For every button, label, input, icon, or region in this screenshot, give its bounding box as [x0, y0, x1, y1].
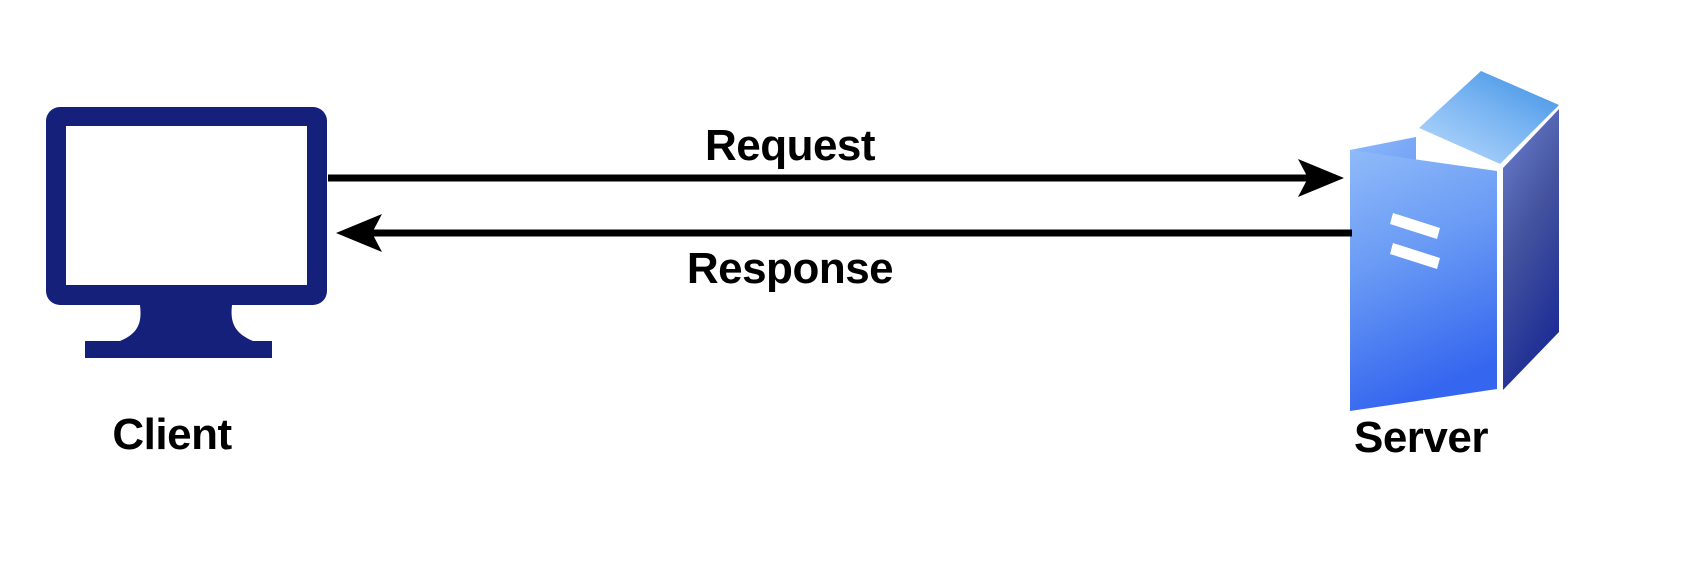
server-vent-slot-lower — [1390, 243, 1440, 269]
response-edge[interactable]: Response — [0, 214, 1352, 293]
server-node[interactable]: Server — [1350, 71, 1559, 462]
monitor-stand-base — [85, 341, 272, 358]
client-label: Client — [112, 410, 232, 459]
response-label: Response — [687, 244, 893, 293]
response-arrow-head-left — [336, 214, 382, 252]
request-arrow-head — [1298, 159, 1344, 197]
server-label: Server — [1354, 413, 1488, 462]
request-edge[interactable]: Request — [328, 121, 1344, 197]
server-front-panel — [1350, 150, 1497, 411]
server-vent-slot-upper — [1390, 213, 1440, 239]
server-side-face — [1503, 109, 1559, 390]
client-node[interactable]: Client — [46, 107, 327, 459]
request-label: Request — [705, 121, 876, 170]
server-top-face — [1419, 71, 1559, 164]
server-seam-top — [1350, 128, 1500, 171]
server-seam-side — [1497, 168, 1503, 390]
monitor-stand-neck — [120, 305, 253, 341]
monitor-screen — [66, 126, 307, 285]
